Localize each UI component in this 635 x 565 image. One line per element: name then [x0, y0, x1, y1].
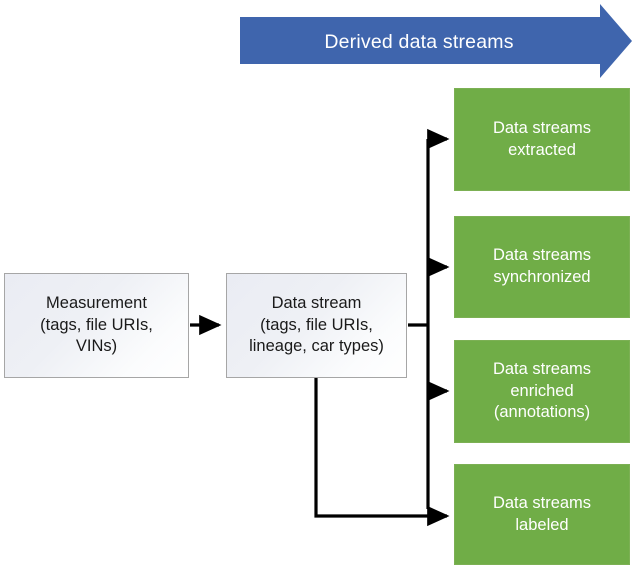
- labeled-line-1: Data streams: [492, 493, 592, 512]
- synchronized-label-group: Data streams synchronized: [461, 245, 623, 289]
- labeled-label-group: Data streams labeled: [461, 493, 623, 537]
- result-box-data-streams-synchronized[interactable]: Data streams synchronized: [454, 216, 630, 318]
- measurement-label-group: Measurement (tags, file URIs, VINs): [11, 293, 182, 357]
- connector-data-stream-trunk: [408, 139, 430, 509]
- data-stream-line-2: (tags, file URIs,: [260, 315, 373, 334]
- derived-data-streams-banner: Derived data streams: [238, 2, 634, 80]
- extracted-line-2: extracted: [508, 140, 576, 159]
- labeled-line-2: labeled: [515, 515, 569, 534]
- measurement-line-1: Measurement: [46, 294, 147, 313]
- result-box-data-streams-labeled[interactable]: Data streams labeled: [454, 464, 630, 565]
- extracted-line-1: Data streams: [492, 118, 592, 137]
- result-box-data-streams-extracted[interactable]: Data streams extracted: [454, 88, 630, 191]
- process-box-data-stream[interactable]: Data stream (tags, file URIs, lineage, c…: [226, 273, 407, 378]
- enriched-label-group: Data streams enriched (annotations): [461, 359, 623, 424]
- enriched-line-2: enriched: [510, 381, 574, 400]
- data-stream-label-group: Data stream (tags, file URIs, lineage, c…: [233, 293, 400, 357]
- connector-data-stream-to-labeled: [314, 378, 450, 527]
- measurement-line-2: (tags, file URIs,: [40, 315, 153, 334]
- measurement-line-3: VINs): [75, 337, 118, 356]
- enriched-line-3: (annotations): [493, 403, 591, 422]
- data-stream-line-3: lineage, car types): [249, 337, 384, 356]
- result-box-data-streams-enriched[interactable]: Data streams enriched (annotations): [454, 340, 630, 443]
- synchronized-line-1: Data streams: [492, 246, 592, 265]
- right-arrow-icon: [240, 4, 632, 78]
- extracted-label-group: Data streams extracted: [461, 118, 623, 162]
- process-box-measurement[interactable]: Measurement (tags, file URIs, VINs): [4, 273, 189, 378]
- banner-title: Derived data streams: [324, 31, 514, 53]
- synchronized-line-2: synchronized: [493, 268, 591, 286]
- data-stream-line-1: Data stream: [271, 294, 362, 313]
- enriched-line-1: Data streams: [492, 359, 592, 378]
